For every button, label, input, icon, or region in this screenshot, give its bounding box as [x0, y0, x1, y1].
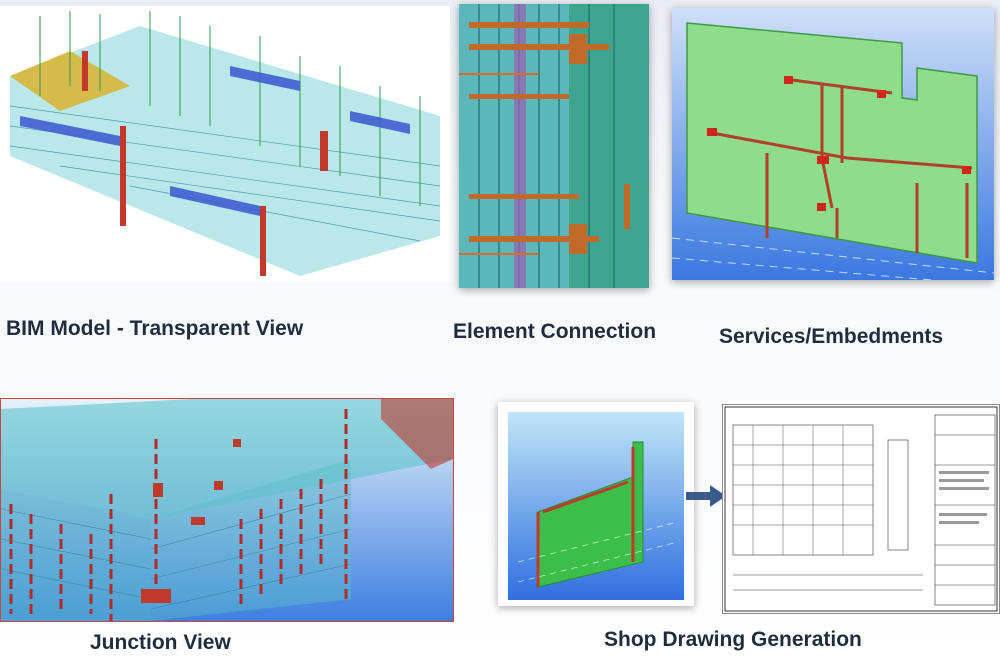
- bim-model-image: [0, 6, 450, 282]
- caption-bim-model: BIM Model - Transparent View: [6, 317, 304, 340]
- shop-drawing-sheet-image: [722, 404, 1000, 614]
- services-embedments-image: [672, 8, 994, 280]
- caption-shop-drawing: Shop Drawing Generation: [604, 628, 862, 651]
- caption-services-embedments: Services/Embedments: [719, 325, 943, 349]
- element-connection-image: [459, 4, 649, 288]
- caption-services-text: Services/Embedments: [719, 325, 944, 348]
- caption-junction-view: Junction View: [90, 631, 231, 654]
- shop-drawing-model-image: [498, 402, 694, 606]
- arrow-right-icon: [684, 483, 728, 509]
- junction-view-image: [0, 398, 454, 622]
- caption-element-connection: Element Connection: [453, 320, 657, 343]
